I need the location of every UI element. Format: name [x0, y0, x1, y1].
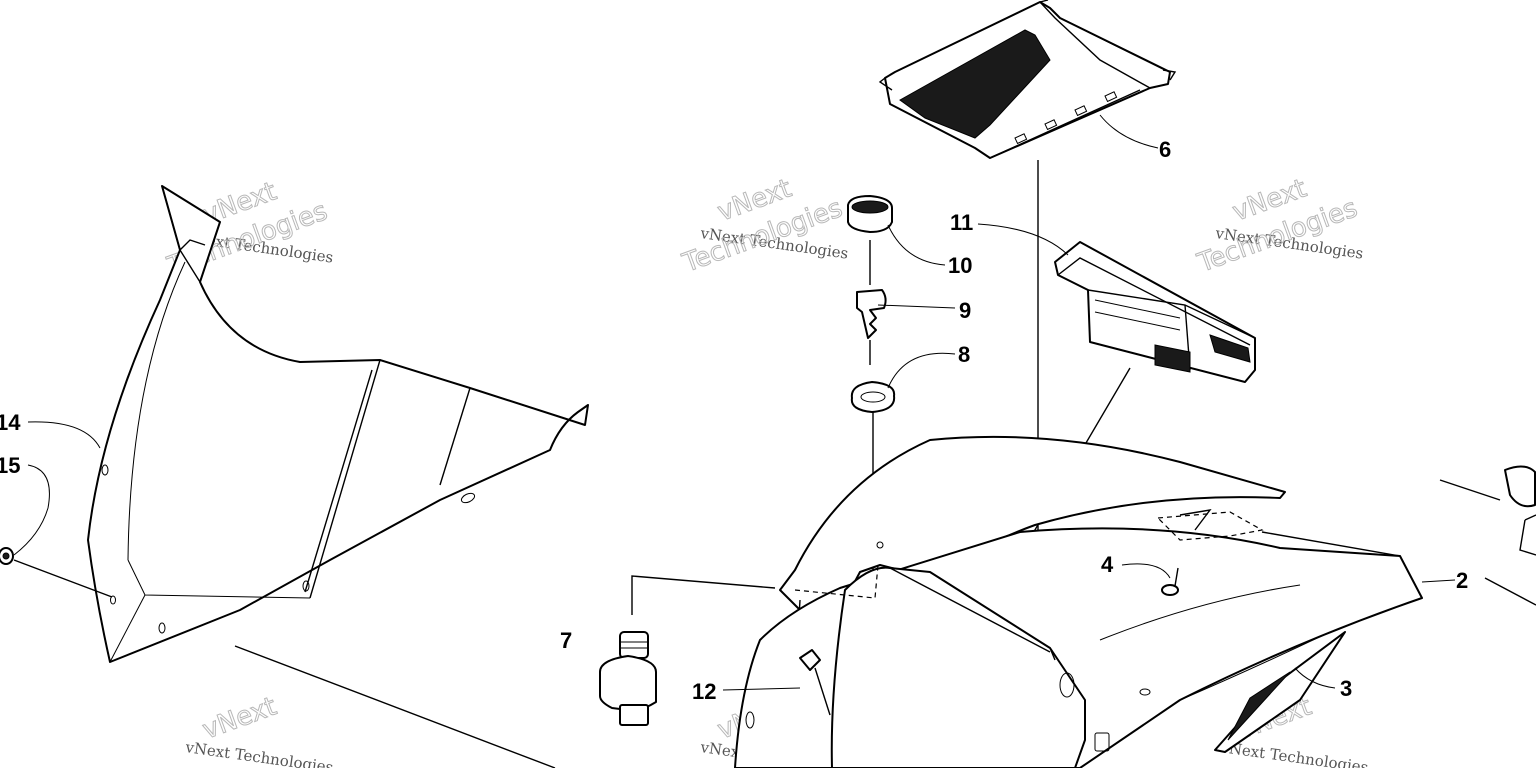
watermark-outline-bottom-left: vNext [198, 691, 281, 746]
windshield-part [87, 185, 589, 768]
watermark-bottom-right: vNext Technologies [1218, 738, 1369, 768]
key-part [856, 289, 887, 365]
watermark-outline-right: vNext Technologies [1193, 173, 1362, 279]
watermark-text: vNext Technologies [1218, 738, 1369, 768]
callout-11: 11 [950, 210, 973, 235]
ignition-switch-part [599, 575, 776, 726]
decal-part [1214, 631, 1346, 753]
callout-3: 3 [1340, 676, 1352, 701]
screw-part-15 [0, 547, 113, 598]
callout-10: 10 [948, 253, 972, 278]
clamp-part [1504, 465, 1536, 556]
callout-8: 8 [958, 342, 970, 367]
callout-15: 15 [0, 453, 20, 478]
callout-4: 4 [1101, 552, 1114, 577]
callout-9: 9 [959, 298, 971, 323]
callout-labels: 2 3 4 6 7 8 9 10 11 12 14 15 [0, 137, 1468, 704]
watermark-outline-top: vNext [199, 691, 281, 745]
key-cap-part [847, 195, 893, 285]
watermark-outline-center: vNext Technologies [678, 173, 847, 279]
callout-7: 7 [560, 628, 572, 653]
hood-part [734, 435, 1536, 768]
watermark-bottom-left: vNext Technologies [183, 738, 334, 768]
callout-6: 6 [1159, 137, 1171, 162]
screw-part-4 [1161, 567, 1179, 596]
callout-14: 14 [0, 410, 21, 435]
callout-2: 2 [1456, 568, 1468, 593]
screw-part-12 [799, 649, 831, 716]
storage-net-part [878, 0, 1177, 605]
watermark-text: vNext Technologies [183, 738, 334, 768]
callout-12: 12 [692, 679, 716, 704]
leader-lines [13, 114, 1456, 691]
